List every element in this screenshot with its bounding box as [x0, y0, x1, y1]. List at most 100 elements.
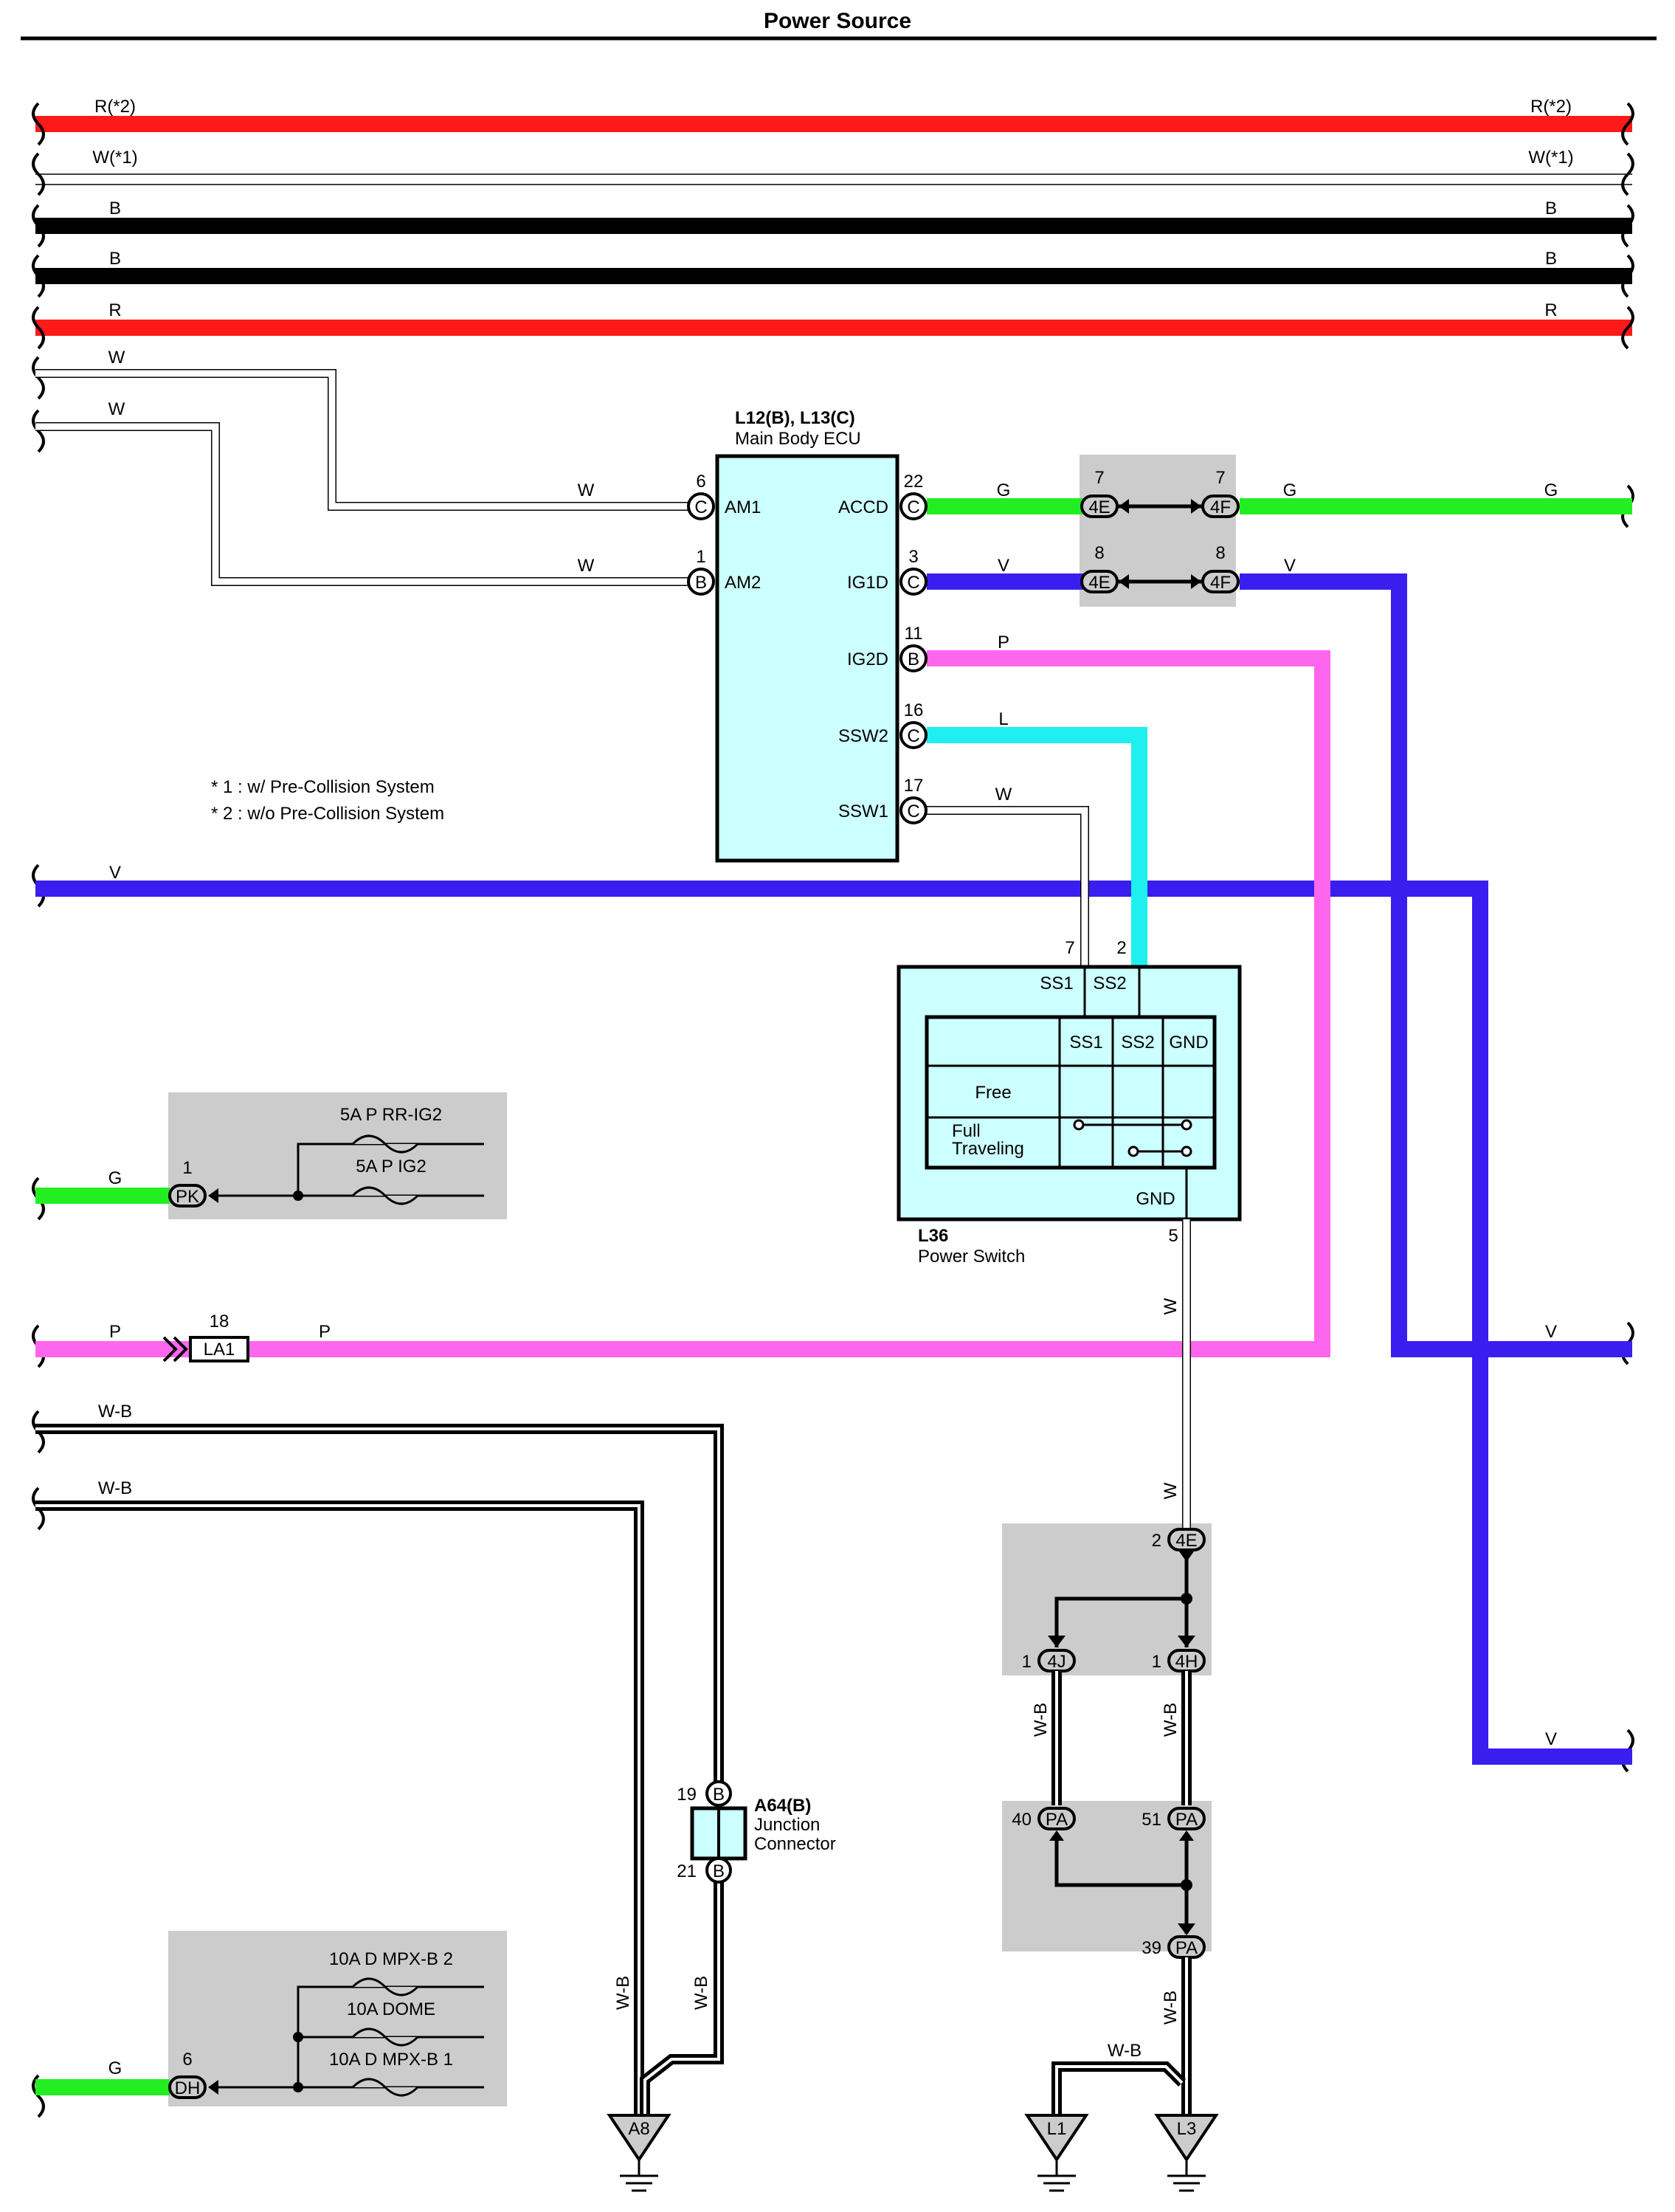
ps-pin-ss1: 7 [1065, 938, 1074, 958]
connector-pa-39-label: PA [1175, 1938, 1198, 1958]
ecu-accd-pin: 22 [904, 472, 924, 492]
fuse-label-d-mpx-b1: 10A D MPX-B 1 [329, 2050, 453, 2070]
ecu-ig1d-conn: C [907, 573, 919, 593]
ecu-ig2d-label: IG2D [847, 650, 888, 669]
bus-label-left-1: W(*1) [92, 148, 137, 168]
ps-table-head-ss1: SS1 [1069, 1033, 1102, 1052]
ecu-ssw2-conn: C [907, 726, 919, 746]
ground-l3: L3 [1154, 2114, 1219, 2192]
a64-bottom-pin: 21 [677, 1861, 697, 1881]
ps-table-row-full: Full [952, 1121, 981, 1141]
ps-continuity-node-gnd-1 [1181, 1119, 1192, 1131]
v-left-wire-label: V [109, 863, 121, 883]
break-mark-right-b2 [1621, 254, 1634, 298]
ps-table-head-gnd: GND [1169, 1033, 1208, 1052]
wire-wb-l1-fill [1055, 2065, 1184, 2115]
pa-39-arrow [1178, 1923, 1195, 1935]
am1-wire-label: W [578, 480, 595, 500]
pin-4e-row1: 7 [1094, 468, 1104, 488]
v-right-low-label: V [1545, 1729, 1557, 1749]
connector-la1-pin: 18 [210, 1312, 229, 1331]
pk-wire-label: G [108, 1168, 122, 1188]
ecu-am1-label: AM1 [725, 497, 761, 517]
pa-bus-link [1054, 1841, 1187, 1887]
ecu-ig2d-conn: B [908, 650, 919, 669]
la1-arrows [162, 1336, 188, 1362]
ecu-ssw1-label: SSW1 [838, 802, 888, 821]
ground-a8-triangle [607, 2114, 671, 2163]
ecu-name: L12(B), L13(C) [735, 408, 855, 428]
wire-w-ssw1-fill [927, 807, 1088, 967]
break-mark-left-b1 [32, 204, 45, 248]
ps-table-row-free: Free [975, 1083, 1011, 1103]
ecu-ig1d-pin: 3 [908, 547, 918, 567]
connector-4f-row1-label: 4F [1210, 497, 1231, 517]
pin-4f-row1: 7 [1215, 468, 1225, 488]
a64-name: A64(B) [754, 1796, 811, 1816]
break-mark-left-w1 [32, 152, 45, 196]
ecu-ssw2-terminal [899, 721, 928, 749]
break-mark-right-w1 [1621, 152, 1634, 196]
ecu-ig1d-label: IG1D [847, 573, 888, 593]
break-mark-right-b1 [1621, 204, 1634, 248]
ps-table-head-ss2: SS2 [1121, 1033, 1154, 1052]
connector-4j-pin: 1 [1022, 1652, 1032, 1672]
wire-wb-a-fill [35, 1427, 720, 1783]
ecu-accd-conn: C [907, 497, 919, 517]
ecu-ig2d-terminal [899, 644, 928, 672]
fuse-label-p-ig2: 5A P IG2 [356, 1157, 426, 1176]
ps-gnd-wire-label-2: W [1161, 1482, 1181, 1499]
ecu-ssw1-conn: C [907, 802, 919, 821]
connector-pa-51-pin: 51 [1142, 1810, 1161, 1830]
ps-term-ss1: SS1 [1040, 974, 1073, 993]
ecu-accd-terminal [899, 492, 928, 520]
fuse-label-dome: 10A DOME [347, 1999, 435, 2019]
ps-gnd-wire-label-1: W [1161, 1298, 1181, 1315]
pin-4e-row2: 8 [1094, 543, 1104, 563]
fuse-icon-p-rr-ig2 [351, 1134, 419, 1154]
fuse-icon-d-mpx-b2 [351, 1977, 419, 1996]
connector-pk-pin: 1 [182, 1158, 192, 1178]
ps-term-gnd: GND [1136, 1189, 1175, 1209]
wb-l1-label: W-B [1108, 2041, 1142, 2061]
break-mark-left-r [32, 306, 45, 350]
bus-label-left-0: R(*2) [94, 97, 136, 117]
ground-arrows-4j4h [1048, 1636, 1195, 1647]
ecu-accd-label: ACCD [838, 497, 888, 517]
connector-pa-40-label: PA [1046, 1810, 1068, 1830]
ps-desc: Power Switch [918, 1247, 1025, 1267]
ground-l1-label: L1 [1047, 2119, 1067, 2139]
note-2: * 2 : w/o Pre-Collision System [211, 804, 444, 824]
bus-label-left-3: B [109, 249, 121, 269]
connector-4j-label: 4J [1047, 1652, 1066, 1672]
a8-wire-label: W-B [613, 1976, 633, 2010]
pin-4f-row2: 8 [1215, 543, 1225, 563]
v-right-mid-label: V [1545, 1322, 1557, 1342]
ps-state-table [925, 1015, 1217, 1170]
ps-table-row-traveling: Traveling [952, 1139, 1024, 1159]
connector-la1 [189, 1336, 249, 1362]
break-mark-right-r [1621, 306, 1634, 350]
ground-bus-4e-4j [1054, 1547, 1189, 1647]
ps-continuity-node-ss2 [1127, 1145, 1139, 1157]
connector-4h-pin: 1 [1152, 1652, 1161, 1672]
wire-wb-a64-to-a8-fill [643, 1875, 720, 2115]
wire-w-am1 [35, 369, 694, 511]
a64-wire-label: W-B [691, 1976, 711, 2010]
connector-dh-label: DH [175, 2078, 201, 2098]
ecu-ig2d-pin: 11 [905, 624, 923, 644]
dh-wire-label: G [108, 2058, 122, 2078]
ecu-desc: Main Body ECU [735, 429, 861, 449]
pa-bus-node [1181, 1879, 1192, 1891]
ecu-am2-label: AM2 [725, 573, 761, 593]
ecu-am1-terminal [687, 492, 715, 520]
ground-l3-label: L3 [1177, 2119, 1197, 2139]
connector-4e-row2-label: 4E [1088, 573, 1110, 593]
accd-wire-label: G [997, 480, 1011, 500]
wb-wire-label-0: W-B [98, 1402, 132, 1422]
connector-dh [168, 2075, 207, 2099]
connector-la1-label: LA1 [204, 1340, 235, 1360]
fuse-icon-dome [351, 2027, 419, 2047]
a64-top-conn: B [713, 1785, 725, 1805]
